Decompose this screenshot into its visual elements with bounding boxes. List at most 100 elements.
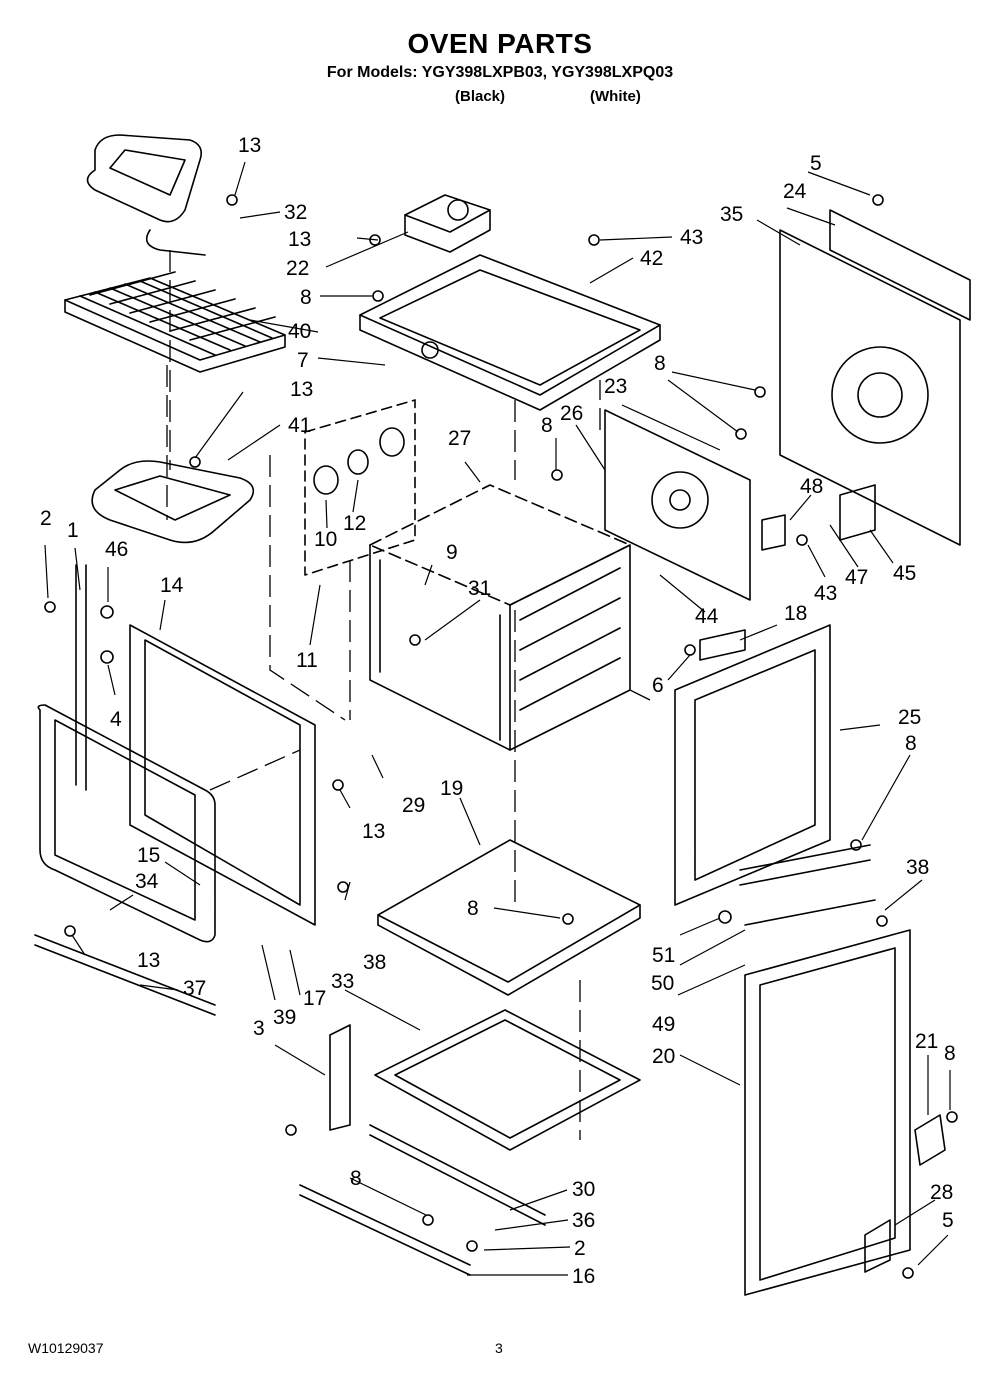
callout-22-switch: 22 [286, 257, 309, 280]
callout-41-bake-element: 41 [288, 414, 311, 437]
models-line: For Models: YGY398LXPB03, YGY398LXPQ03 [326, 64, 674, 81]
callout-8-hinge-screw: 8 [944, 1042, 956, 1065]
broil-element-drawing [86, 134, 206, 256]
callout-51-bumper: 51 [652, 944, 675, 967]
callout-32-broil-element: 32 [284, 201, 307, 224]
convection-fan-drawing [604, 409, 751, 601]
callout-8-panel-screw: 8 [905, 732, 917, 755]
callout-13-hinge-screw: 13 [362, 820, 385, 843]
switch-module-drawing [404, 194, 491, 253]
callout-8-fan-mount-screw: 8 [541, 414, 553, 437]
callout-6-latch-screw: 6 [652, 674, 664, 697]
callout-29-hinge-pin: 29 [402, 794, 425, 817]
callout-25-side-panel: 25 [898, 706, 921, 729]
hinge-plate-drawing [914, 1114, 946, 1166]
callout-13-broil-screw: 13 [238, 134, 261, 157]
callout-11-light-housing: 11 [296, 649, 318, 672]
callout-16-kick-panel: 16 [572, 1265, 595, 1288]
callout-27-oven-cavity: 27 [448, 427, 471, 450]
callout-8-top-screw: 8 [300, 286, 312, 309]
callout-20-glass-door: 20 [652, 1045, 675, 1068]
callout-10-bulb: 10 [314, 528, 337, 551]
callout-36-rail-trim: 36 [572, 1209, 595, 1232]
variant-black-label: (Black) [455, 88, 506, 105]
hinge-cover-drawing [864, 1219, 891, 1273]
callout-24-vent-plate: 24 [783, 180, 807, 203]
callout-31-cavity-screw: 31 [468, 577, 491, 600]
callout-13-bracket-screw: 13 [288, 228, 311, 251]
callout-1-side-trim: 1 [67, 519, 79, 542]
callout-8-rail-screw: 8 [350, 1167, 362, 1190]
callout-2-left-screw: 2 [40, 507, 52, 530]
callout-4-bushing: 4 [110, 708, 122, 731]
drawer-tray-drawing [374, 1009, 641, 1151]
vent-trim-drawing [739, 844, 871, 886]
callout-5-back-screw: 5 [810, 152, 822, 175]
door-gasket-drawing [37, 704, 216, 943]
callout-48-insulation-pad: 48 [800, 475, 823, 498]
variant-white-label: (White) [590, 88, 641, 105]
assembly-guide-lines [166, 250, 651, 1140]
oven-bottom-drawing [377, 839, 641, 996]
screw-glyphs [44, 194, 958, 1279]
callout-23-fan-blade: 23 [604, 375, 627, 398]
vent-strip-drawing [744, 899, 876, 926]
leader-lines [44, 161, 951, 1276]
callout-46-grommet: 46 [105, 538, 128, 561]
callout-8-bottom-screw: 8 [467, 897, 479, 920]
callout-21-hinge-plate: 21 [915, 1030, 938, 1053]
callout-7-top-panel: 7 [297, 349, 309, 372]
terminal-block-drawing [839, 484, 876, 541]
callout-40-oven-rack: 40 [288, 320, 311, 343]
door-frame-left-drawing [129, 624, 316, 926]
side-panel-right-drawing [674, 624, 831, 906]
side-trim-drawing [75, 564, 87, 791]
callout-12-lens: 12 [343, 512, 366, 535]
document-number: W10129037 [28, 1340, 104, 1356]
insulation-pad-drawing [761, 514, 786, 551]
callout-37-bottom-trim: 37 [183, 977, 206, 1000]
light-bulbs-drawing [313, 427, 405, 495]
callout-38-vent-screw: 38 [906, 856, 929, 879]
callout-28-hinge-cover: 28 [930, 1181, 953, 1204]
callout-labels: 13 32 13 22 8 40 7 13 41 2 1 46 14 4 10 … [40, 134, 956, 1288]
callout-13-trim-screw: 13 [137, 949, 160, 972]
callout-13-bake-screw: 13 [290, 378, 313, 401]
callout-9-cavity-part: 9 [446, 541, 458, 564]
drawer-rail-drawing [369, 1124, 546, 1226]
back-panel-drawing [779, 209, 971, 546]
callout-15-gasket: 15 [137, 844, 160, 867]
kick-panel-drawing [299, 1184, 471, 1276]
bake-element-drawing [91, 460, 255, 544]
callout-2-rail-screw: 2 [574, 1237, 586, 1260]
oven-cavity-drawing [369, 484, 631, 751]
callout-49-vent-strip: 49 [652, 1013, 675, 1036]
callout-18-door-latch: 18 [784, 602, 807, 625]
callout-39-clip: 39 [273, 1006, 296, 1029]
callout-3-side-bracket: 3 [253, 1017, 265, 1040]
callout-43-terminal-screw: 43 [814, 582, 837, 605]
callout-34-trim-clip: 34 [135, 870, 159, 893]
door-latch-drawing [699, 629, 746, 661]
callout-14-door-frame: 14 [160, 574, 184, 597]
callout-33-drawer-tray: 33 [331, 970, 354, 993]
callout-30-drawer-rail: 30 [572, 1178, 595, 1201]
callout-35-back-panel: 35 [720, 203, 743, 226]
outer-glass-door-drawing [744, 929, 911, 1296]
callout-26-fan-assembly: 26 [560, 402, 583, 425]
bottom-trim-drawing [34, 934, 216, 1016]
callout-42-terminal: 42 [640, 247, 663, 270]
callout-50-vent-trim: 50 [651, 972, 674, 995]
page-number: 3 [495, 1340, 503, 1356]
callout-43-top-screw: 43 [680, 226, 703, 249]
callout-19-oven-bottom: 19 [440, 777, 463, 800]
oven-rack-drawing [64, 271, 286, 373]
top-panel-drawing [359, 254, 661, 411]
callout-47-terminal-clip: 47 [845, 566, 868, 589]
callout-44-fan-motor: 44 [695, 605, 719, 628]
callout-45-terminal-block: 45 [893, 562, 916, 585]
light-housing-drawing [304, 399, 416, 576]
callout-17-clip: 17 [303, 987, 326, 1010]
